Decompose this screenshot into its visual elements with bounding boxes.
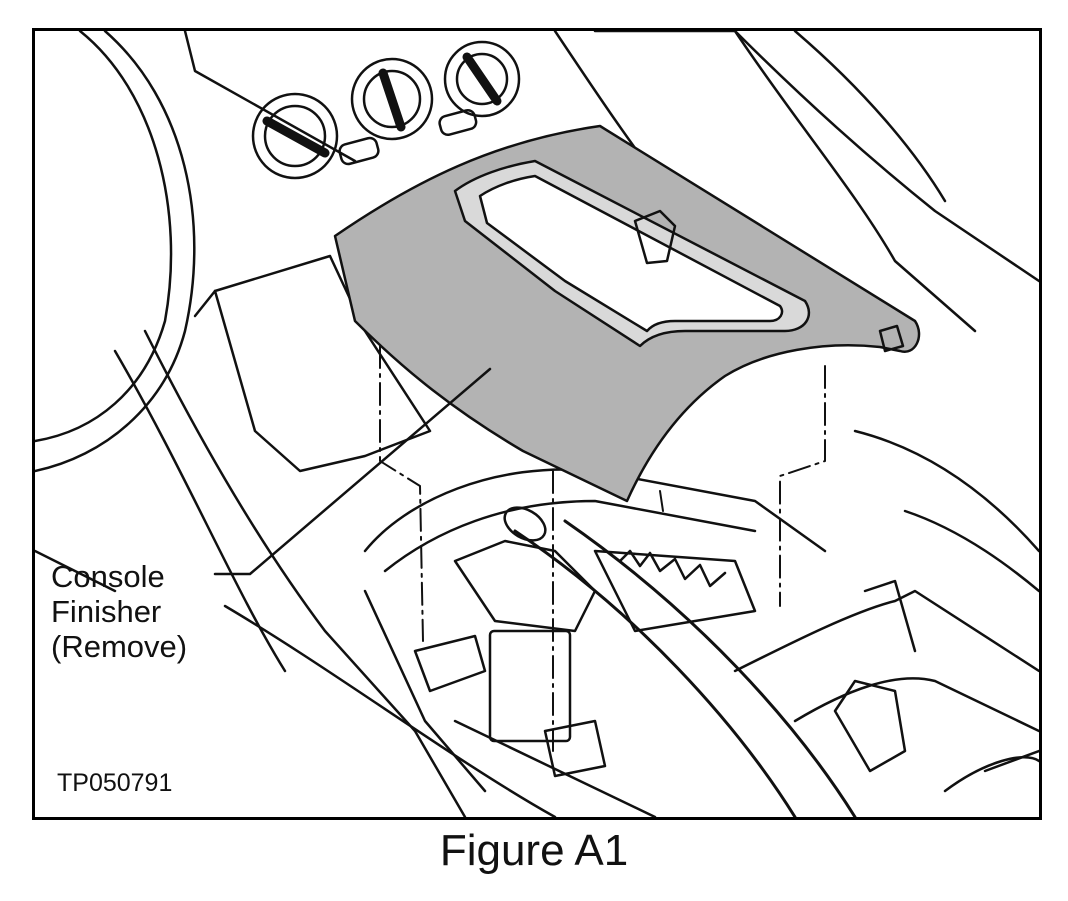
shifter-slot (488, 629, 572, 743)
finisher-clip (878, 324, 905, 353)
mount-tab (543, 719, 607, 778)
heater-knob (251, 92, 339, 180)
console-side-line (143, 329, 467, 817)
callout-label: Console Finisher (Remove) (51, 559, 187, 664)
console-finisher (333, 124, 921, 503)
center-panel (213, 254, 432, 473)
right-side-line (853, 429, 1039, 553)
armrest-edge (863, 579, 917, 653)
install-line (379, 345, 424, 642)
steering-wheel-inner (35, 31, 196, 473)
right-bottom-line (943, 756, 1039, 793)
dash-right-edge (793, 31, 947, 203)
console-lower-line (363, 589, 487, 793)
callout-leader-line (213, 367, 492, 576)
steering-wheel (35, 31, 173, 443)
heater-knob (350, 57, 434, 141)
lever-end (503, 506, 547, 542)
center-panel-edge (193, 289, 217, 318)
dash-upper-line (183, 31, 357, 163)
parking-brake-lever (563, 519, 857, 817)
console-tray-lip (383, 499, 757, 573)
mount-tab (413, 634, 487, 693)
right-bottom-line (983, 749, 1039, 773)
right-console (793, 677, 1039, 733)
console-side-line (35, 549, 117, 593)
parking-brake-lever (513, 529, 797, 817)
callout-line-1: Console (51, 559, 165, 594)
console-side-line (223, 604, 557, 817)
figure-frame: Console Finisher (Remove) TP050791 (32, 28, 1042, 820)
heater-knob (443, 40, 521, 118)
figure-caption: Figure A1 (439, 826, 629, 875)
console-side-line (113, 349, 287, 673)
callout-line-2: Finisher (51, 594, 162, 629)
dash-button (338, 136, 380, 166)
shifter-bracket (453, 539, 597, 633)
install-line (659, 490, 664, 512)
finisher-clip (633, 209, 677, 265)
console-illustration (35, 31, 1039, 817)
ratchet-plate (593, 549, 757, 633)
dash-right-panel (593, 31, 977, 333)
right-side-line (903, 509, 1039, 593)
ratchet-teeth (618, 549, 727, 588)
callout-line-3: (Remove) (51, 629, 188, 664)
reference-code: TP050791 (57, 769, 173, 797)
install-line (779, 365, 826, 607)
right-console (733, 589, 1039, 673)
console-lower-line (453, 719, 657, 817)
armrest-hinge (833, 679, 907, 773)
dash-right-panel (733, 31, 1039, 283)
dash-button (438, 109, 478, 137)
